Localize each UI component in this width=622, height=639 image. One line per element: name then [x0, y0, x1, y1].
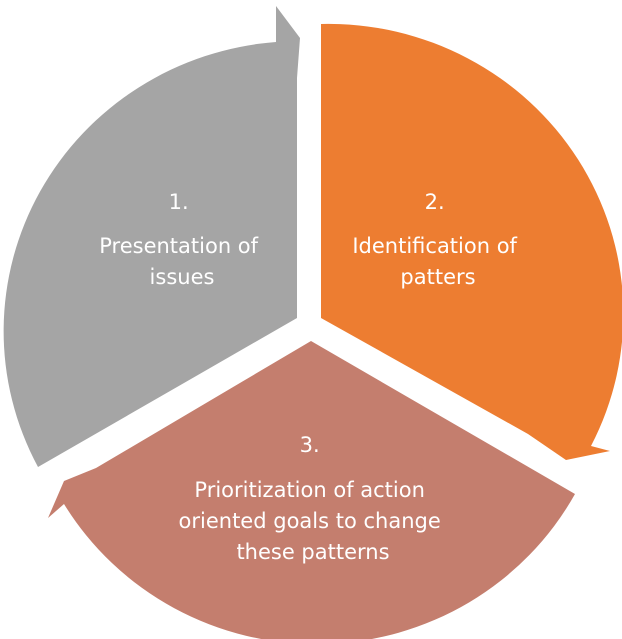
segment-3-line3: these patterns — [236, 540, 389, 564]
segment-2-number: 2. — [425, 190, 445, 214]
segment-2-line1: Identification of — [352, 234, 517, 258]
segment-1-line1: Presentation of — [99, 234, 258, 258]
svg-text:2. Identification of: 2. Identification of patters — [352, 190, 523, 289]
segment-1-number: 1. — [169, 190, 189, 214]
svg-text:1. Presentation of: 1. Presentation of issues — [99, 190, 265, 289]
segment-2-line2: patters — [400, 265, 475, 289]
segment-2-shape — [321, 23, 622, 460]
segment-3-number: 3. — [300, 433, 320, 457]
segment-1-shape — [3, 6, 301, 467]
segment-3-line2: oriented goals to change — [179, 509, 441, 533]
svg-text:3. Prioritization of act: 3. Prioritization of action oriented goa… — [179, 433, 448, 564]
segment-3-shape — [48, 341, 575, 639]
segment-1-line2: issues — [150, 265, 215, 289]
segment-1: 1. Presentation of issues — [3, 6, 301, 467]
segment-3: 3. Prioritization of action oriented goa… — [48, 341, 575, 639]
segment-2: 2. Identification of patters — [321, 23, 622, 460]
segment-3-line1: Prioritization of action — [194, 478, 425, 502]
